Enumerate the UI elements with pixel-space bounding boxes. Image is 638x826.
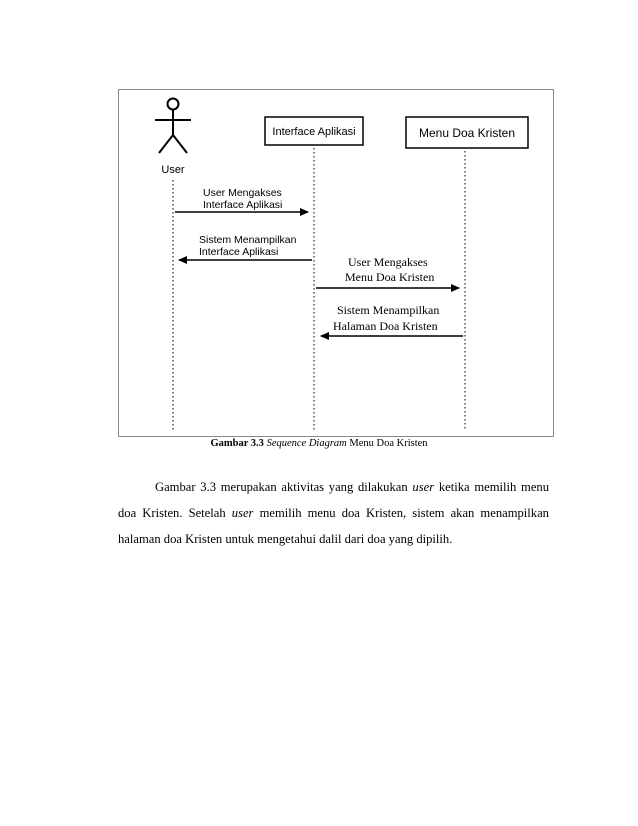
paragraph-line-2-text-a: doa Kristen. Setelah — [118, 506, 226, 520]
message-2-label-line2: Interface Aplikasi — [199, 246, 278, 258]
paragraph-line-2-emphasis: user — [231, 506, 254, 520]
caption-number: Gambar 3.3 — [210, 438, 264, 449]
lifeline-label-interface: Interface Aplikasi — [272, 126, 355, 138]
message-2-label-line1: Sistem Menampilkan — [199, 234, 297, 246]
user-actor-icon — [155, 97, 191, 154]
caption-title: Menu Doa Kristen — [349, 438, 428, 449]
paragraph-line-1-emphasis: user — [412, 480, 435, 494]
lifeline-box-interface — [264, 116, 364, 146]
paragraph-line-3: halaman doa Kristen untuk mengetahui dal… — [118, 532, 453, 546]
paragraph-line-1-text-b: ketika memilih menu — [438, 480, 550, 494]
paragraph-line-1-text-a: Gambar 3.3 merupakan aktivitas yang dila… — [155, 480, 408, 494]
sequence-diagram-canvas: User Interface Aplikasi Menu Doa Kristen… — [155, 97, 529, 430]
message-3-label-line1: User Mengakses — [348, 255, 428, 269]
paragraph-line-2: doa Kristen. Setelah user memilih menu d… — [118, 500, 549, 526]
message-1-label-line1: User Mengakses — [203, 187, 282, 199]
sequence-diagram-figure: User Interface Aplikasi Menu Doa Kristen… — [118, 89, 554, 437]
caption-italic: Sequence Diagram — [266, 438, 347, 449]
actor-label: User — [161, 164, 185, 176]
paragraph-line-1: Gambar 3.3 merupakan aktivitas yang dila… — [118, 474, 549, 500]
message-3-label-line2: Menu Doa Kristen — [345, 270, 434, 284]
message-1-label-line2: Interface Aplikasi — [203, 199, 282, 211]
body-paragraph: Gambar 3.3 merupakan aktivitas yang dila… — [118, 474, 549, 552]
lifeline-label-menu-doa: Menu Doa Kristen — [419, 126, 515, 140]
message-4-label-line2: Halaman Doa Kristen — [333, 319, 438, 333]
message-4-label-line1: Sistem Menampilkan — [337, 303, 439, 317]
figure-caption: Gambar 3.3 Sequence Diagram Menu Doa Kri… — [0, 437, 638, 451]
lifeline-box-menu-doa — [405, 116, 529, 149]
paragraph-line-2-text-b: memilih menu doa Kristen, sistem akan me… — [259, 506, 549, 520]
